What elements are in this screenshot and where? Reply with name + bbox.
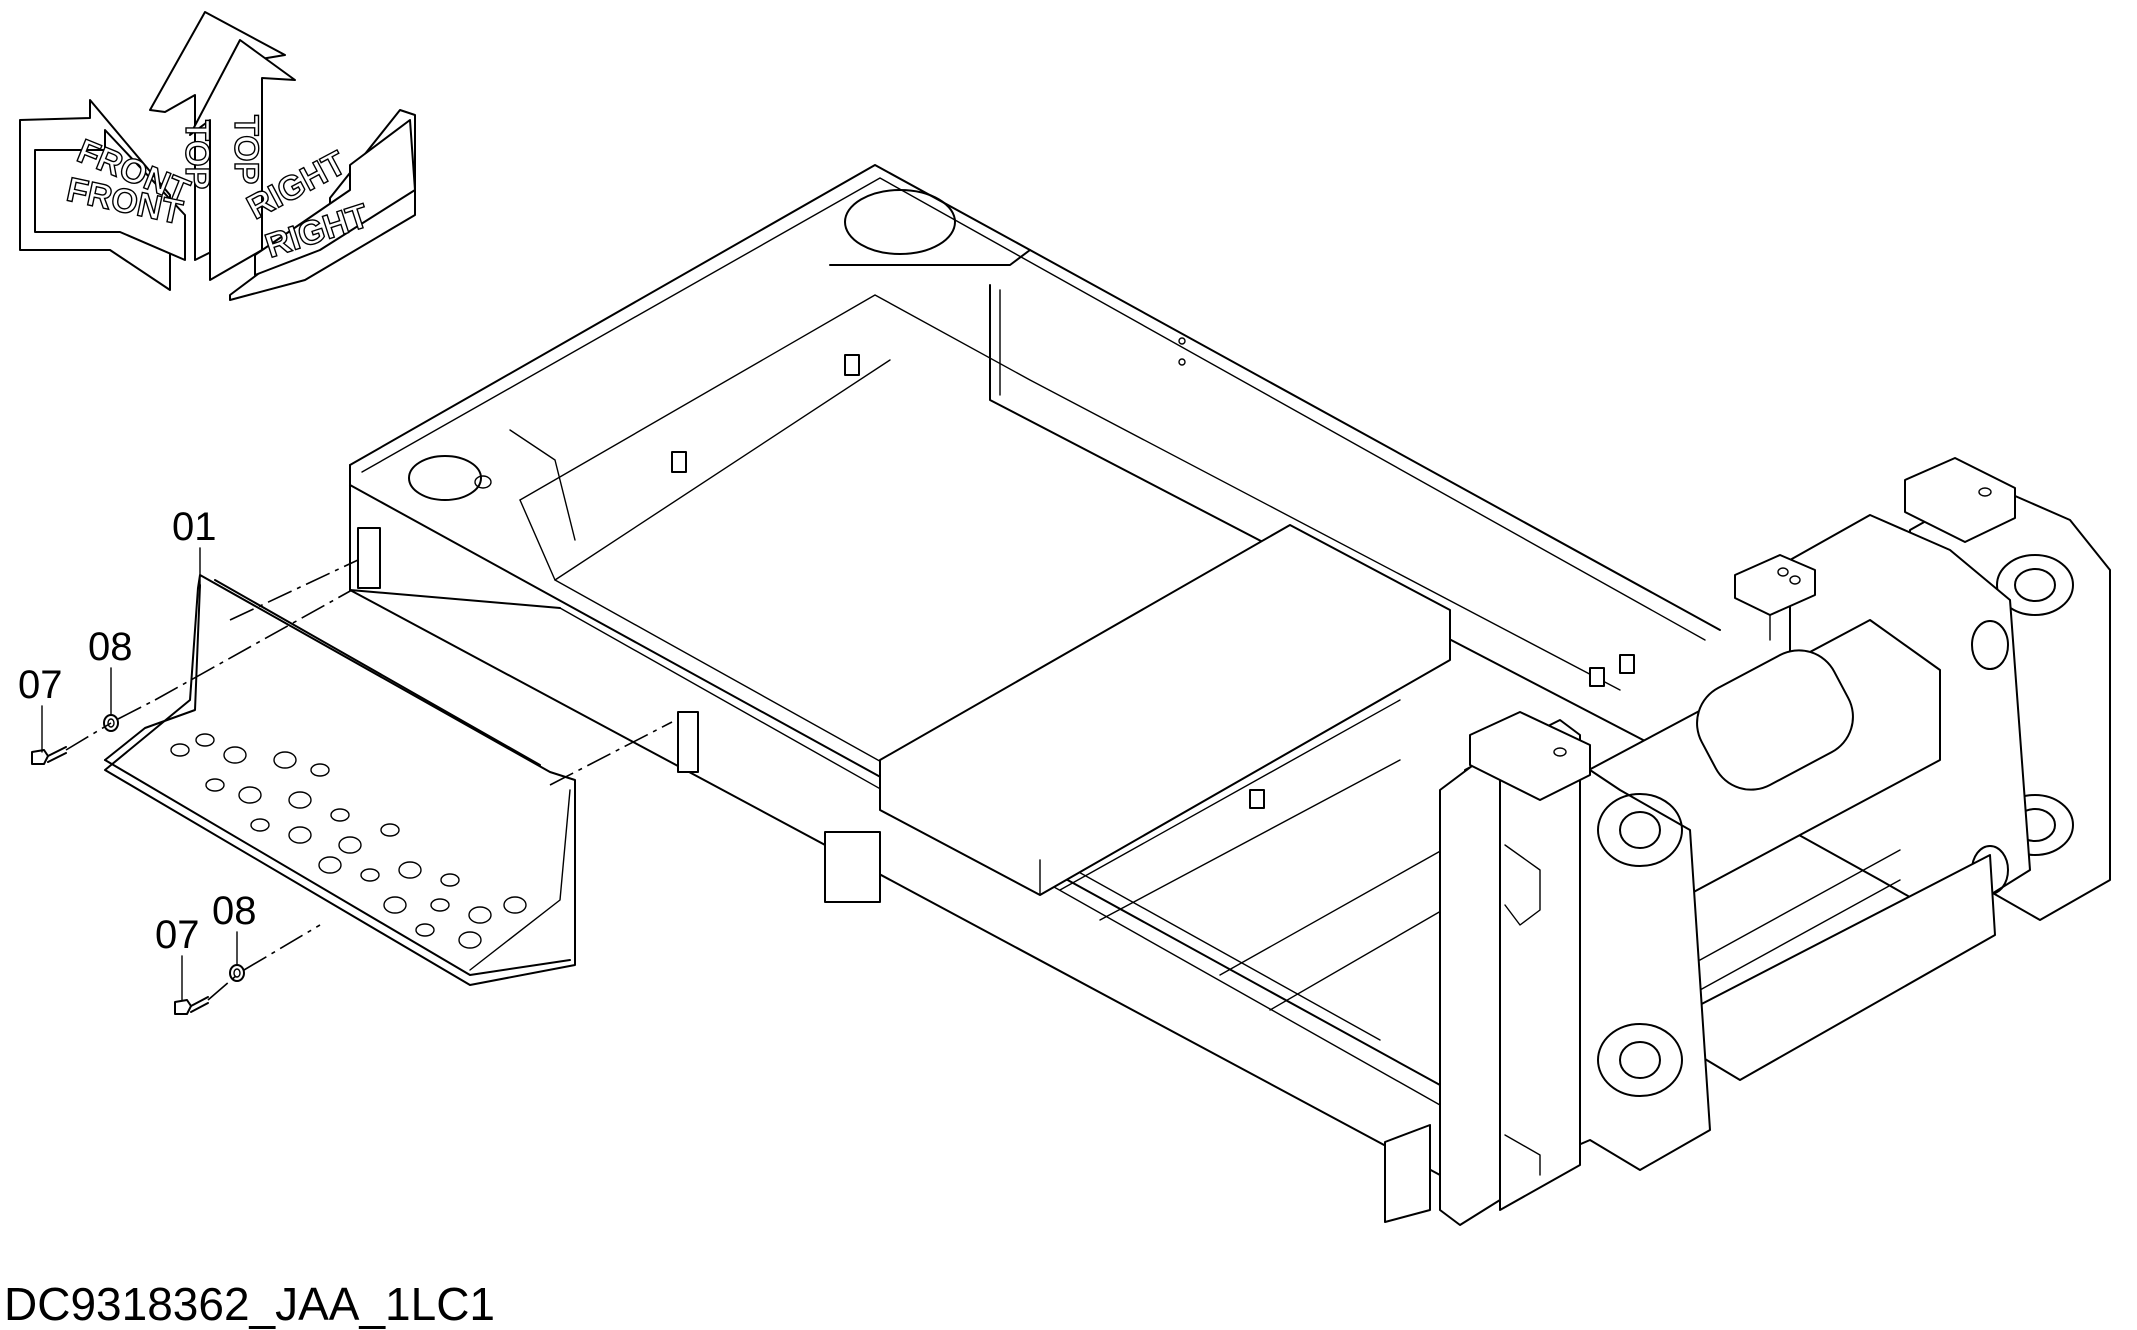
orientation-indicator-icon: TOP TOP FRONT FRONT RIGHT RIGHT bbox=[19, 11, 416, 301]
step-tread-holes bbox=[170, 733, 527, 949]
bolt-lower bbox=[174, 996, 209, 1015]
orientation-top-label-2: TOP bbox=[227, 115, 265, 184]
step-assembly bbox=[104, 574, 576, 986]
callout-08-upper: 08 bbox=[88, 625, 133, 669]
callout-08-lower: 08 bbox=[212, 889, 257, 933]
callout-01: 01 bbox=[172, 505, 217, 549]
part-callouts: 01 08 07 08 07 bbox=[18, 505, 257, 1001]
bolt-upper bbox=[31, 746, 67, 765]
drawing-code: DC9318362_JAA_1LC1 bbox=[4, 1278, 495, 1330]
assembly-phantom-lines bbox=[65, 559, 673, 1001]
orientation-top-label-1: TOP bbox=[178, 120, 216, 189]
callout-07-lower: 07 bbox=[155, 913, 200, 957]
frame-assembly bbox=[349, 164, 1721, 1223]
front-attachment-plates bbox=[1439, 457, 2111, 1226]
callout-07-upper: 07 bbox=[18, 663, 63, 707]
